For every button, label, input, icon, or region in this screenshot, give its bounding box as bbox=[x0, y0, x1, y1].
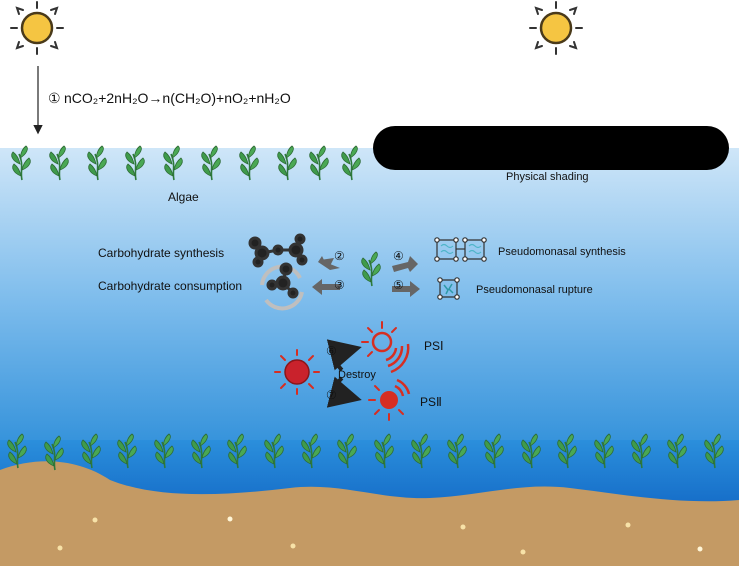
molecule-consumption-icon bbox=[260, 262, 304, 311]
reaction-number: ① bbox=[48, 90, 61, 106]
carbohydrate-consumption-label: Carbohydrate consumption bbox=[98, 279, 242, 293]
marker-3: ③ bbox=[334, 278, 345, 292]
algae-label: Algae bbox=[168, 190, 199, 204]
physical-shading-particles bbox=[373, 126, 729, 170]
sun-icon-right bbox=[528, 0, 584, 56]
sun-icon bbox=[9, 0, 65, 56]
marker-2: ② bbox=[334, 249, 345, 263]
process-arrows bbox=[312, 256, 420, 297]
carbohydrate-synthesis-label: Carbohydrate synthesis bbox=[98, 246, 224, 260]
destroy-label: Destroy bbox=[338, 369, 376, 381]
pseudomonasal-rupture-icon bbox=[437, 277, 460, 300]
pseudomonasal-synthesis-label: Pseudomonasal synthesis bbox=[498, 246, 626, 258]
photosynthesis-equation: nCO₂+2nH₂O→n(CH₂O)+nO₂+nH₂O bbox=[64, 90, 291, 106]
psi-label: PSⅠ bbox=[424, 339, 444, 353]
psii-label: PSⅡ bbox=[420, 395, 442, 409]
marker-4: ④ bbox=[393, 249, 404, 263]
marker-5: ⑤ bbox=[393, 278, 404, 292]
physical-shading-label: Physical shading bbox=[506, 171, 589, 183]
red-sun-icon bbox=[274, 349, 320, 395]
destroy-arrow-up bbox=[326, 339, 362, 372]
pseudomonasal-synthesis-icon bbox=[434, 237, 487, 262]
pseudomonasal-rupture-label: Pseudomonasal rupture bbox=[476, 284, 593, 296]
marker-7: ⑦ bbox=[326, 388, 337, 402]
psii-damaged-icon bbox=[368, 378, 411, 421]
sediment bbox=[0, 461, 739, 566]
destroy-arrow-down bbox=[326, 376, 362, 408]
molecule-synthesis-icon bbox=[248, 233, 308, 268]
marker-6: ⑥ bbox=[326, 344, 337, 358]
psi-damaged-icon bbox=[361, 321, 410, 374]
water-body bbox=[0, 148, 739, 488]
sediment-particles bbox=[57, 516, 703, 555]
